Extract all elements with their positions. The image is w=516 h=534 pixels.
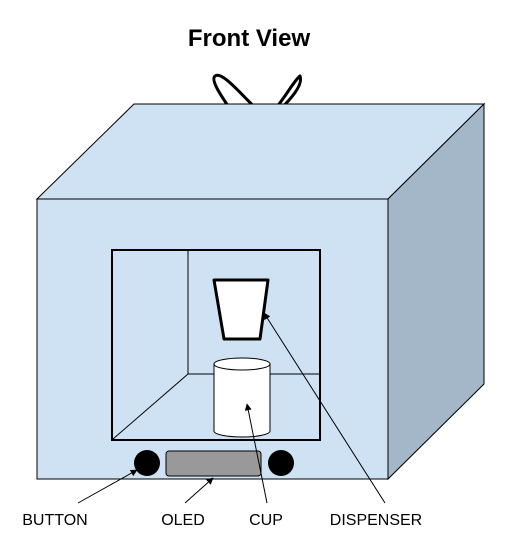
box-front-face (36, 198, 389, 480)
diagram-title: Front View (188, 25, 311, 52)
oled-label: OLED (161, 512, 205, 529)
cup-label: CUP (249, 512, 283, 529)
button-arrow (77, 469, 138, 504)
oled-arrow (184, 477, 214, 504)
dispenser-shape (212, 278, 270, 341)
leader-arrows (77, 312, 386, 504)
dispenser-label: DISPENSER (330, 512, 422, 529)
cup-shape (213, 357, 271, 438)
oled-screen (165, 450, 262, 477)
dispensing-compartment (111, 249, 321, 441)
cup-arrow (244, 403, 268, 504)
button-label: BUTTON (22, 512, 87, 529)
dispenser-arrow (263, 312, 386, 504)
right-button (268, 450, 294, 476)
left-button[interactable] (134, 450, 160, 476)
